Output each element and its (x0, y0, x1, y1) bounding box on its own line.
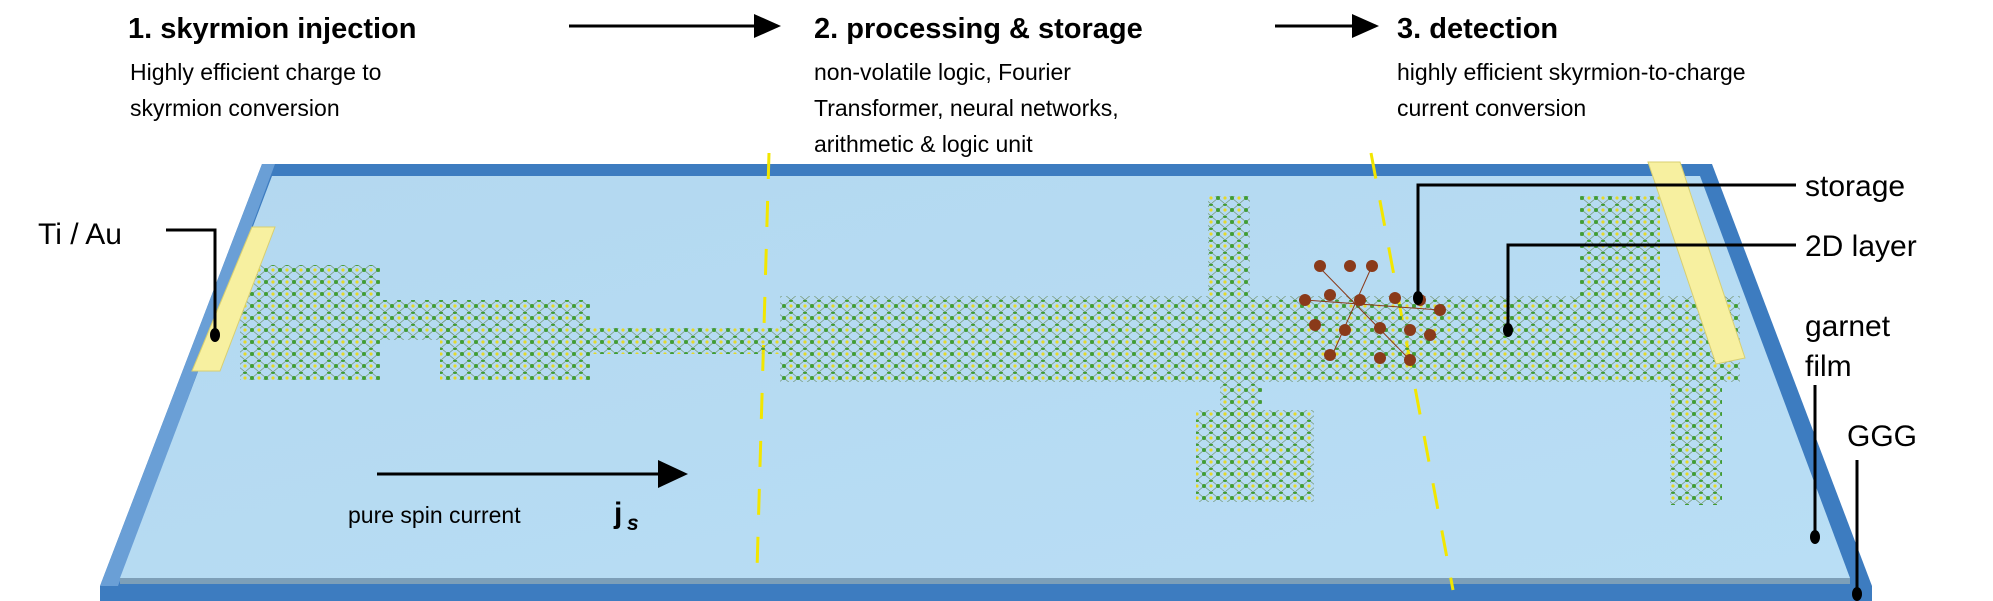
label-film: film (1805, 350, 1852, 383)
stage-injection: 1. skyrmion injection Highly efficient c… (128, 13, 416, 121)
leader-line-2d-layer (1506, 243, 1796, 330)
label-ggg: GGG (1847, 420, 1917, 453)
label-ti-au: Ti / Au (38, 218, 122, 251)
stage-description-line: current conversion (1397, 95, 1586, 121)
stage-description-line: skyrmion conversion (130, 95, 340, 121)
ti-au-electrode-right (1647, 161, 1746, 365)
film-edge (120, 578, 1850, 584)
2d-layer-lattice (240, 196, 1740, 505)
label-garnet: garnet (1805, 310, 1891, 343)
leader-line-electrode (166, 228, 217, 335)
leader-line-storage (1416, 183, 1796, 298)
current-symbol: j (613, 497, 622, 530)
arrow-head-icon (658, 460, 688, 488)
substrate-edge-left (100, 164, 275, 586)
label-spin-current: pure spin current (348, 502, 521, 528)
stage-description-line: highly efficient skyrmion-to-charge (1397, 59, 1746, 85)
lattice-block (1196, 410, 1314, 502)
lattice-block (590, 328, 780, 354)
current-subscript: s (627, 512, 639, 535)
stage-divider (755, 152, 771, 571)
lattice-block (1670, 380, 1722, 505)
stage-processing: 2. processing & storage non-volatile log… (814, 13, 1143, 157)
lattice-block (440, 300, 590, 380)
stage-detection: 3. detection highly efficient skyrmion-t… (1397, 13, 1746, 121)
leader-lines (166, 183, 1859, 598)
stage-title: 3. detection (1397, 13, 1558, 45)
lattice-block (1208, 196, 1250, 296)
stage-description-line: Highly efficient charge to (130, 59, 381, 85)
lattice-block (240, 265, 380, 380)
stage-title: 1. skyrmion injection (128, 13, 416, 45)
label-2d-layer: 2D layer (1805, 230, 1917, 263)
storage-cluster (1299, 260, 1446, 366)
lattice-block (780, 296, 1740, 382)
label-storage: storage (1805, 170, 1905, 203)
stage-title: 2. processing & storage (814, 13, 1143, 45)
leader-dots (210, 291, 1862, 601)
stage-description-line: non-volatile logic, Fourier (814, 59, 1071, 85)
stage-description-line: arithmetic & logic unit (814, 131, 1033, 157)
stage-description-line: Transformer, neural networks, (814, 95, 1119, 121)
